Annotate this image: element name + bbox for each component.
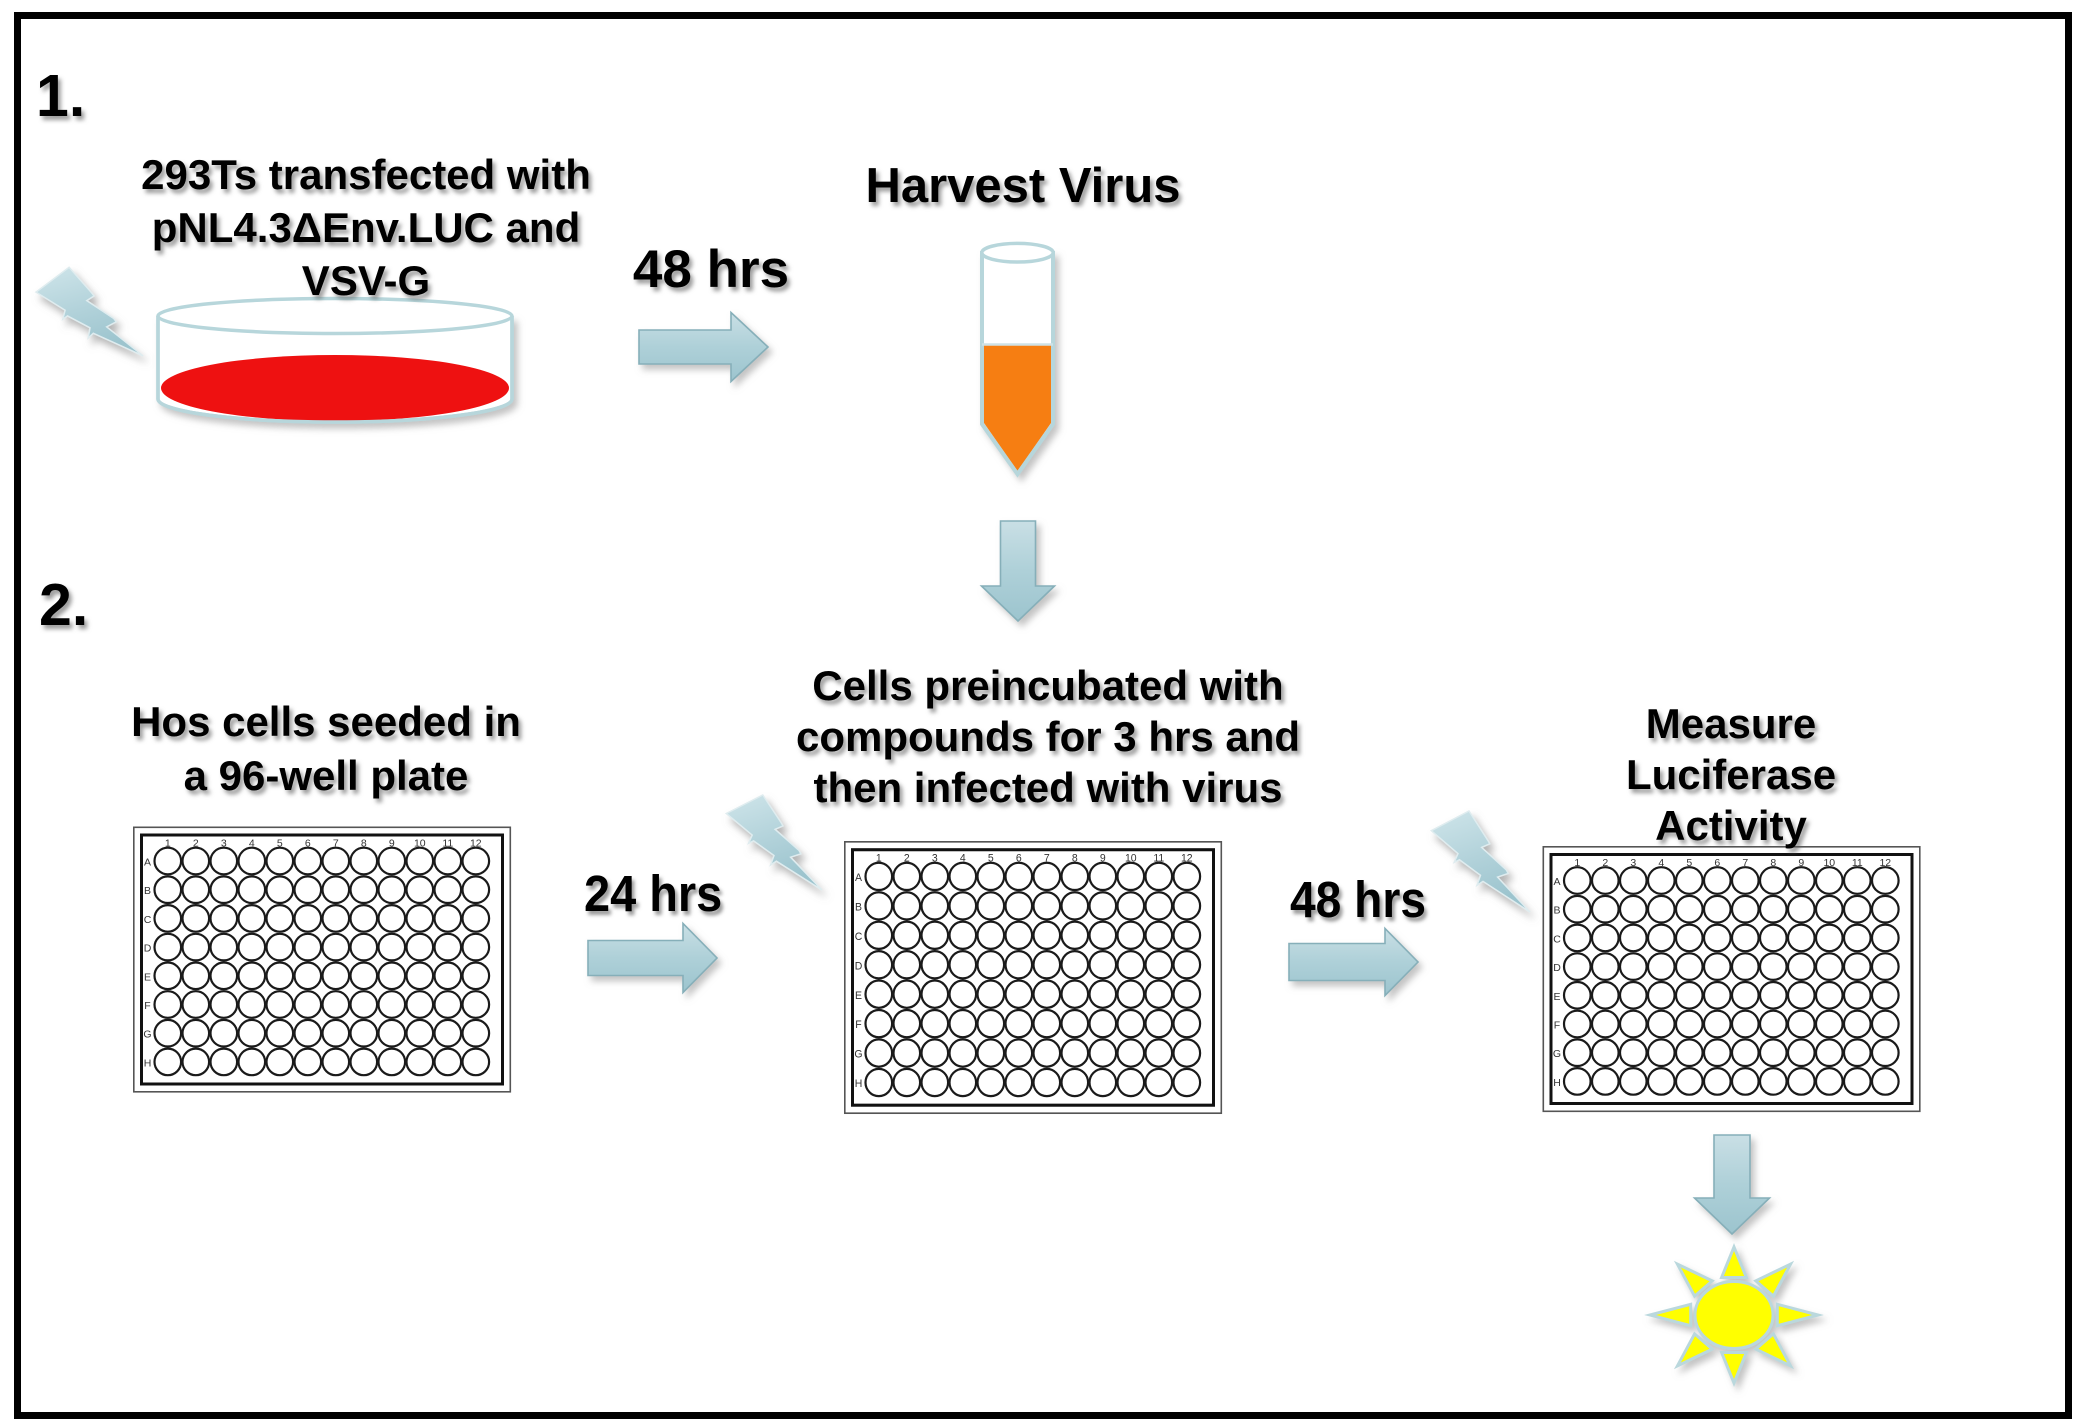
svg-text:12: 12 (470, 838, 482, 850)
svg-text:2: 2 (904, 852, 910, 864)
svg-text:7: 7 (1742, 857, 1748, 869)
svg-text:D: D (144, 943, 152, 955)
svg-text:11: 11 (442, 838, 453, 850)
svg-text:8: 8 (361, 838, 367, 850)
svg-text:3: 3 (221, 838, 227, 850)
svg-text:3: 3 (1630, 857, 1636, 869)
svg-text:10: 10 (1823, 857, 1835, 869)
svg-text:3: 3 (932, 852, 938, 864)
svg-text:F: F (855, 1019, 862, 1031)
svg-text:9: 9 (1100, 852, 1106, 864)
svg-text:1: 1 (165, 838, 171, 850)
svg-text:8: 8 (1072, 852, 1078, 864)
svg-text:E: E (855, 990, 862, 1002)
svg-text:1: 1 (876, 852, 882, 864)
svg-text:H: H (855, 1078, 863, 1090)
svg-text:12: 12 (1181, 852, 1193, 864)
svg-text:6: 6 (1016, 852, 1022, 864)
svg-text:G: G (854, 1049, 862, 1061)
svg-text:7: 7 (1044, 852, 1050, 864)
svg-text:A: A (855, 872, 863, 884)
svg-text:A: A (1553, 876, 1560, 888)
svg-text:D: D (1553, 962, 1561, 974)
svg-text:G: G (143, 1029, 151, 1041)
svg-text:H: H (144, 1057, 152, 1069)
svg-text:B: B (144, 885, 151, 897)
svg-text:D: D (855, 960, 863, 972)
svg-text:B: B (855, 901, 862, 913)
svg-text:F: F (1554, 1020, 1560, 1032)
svg-text:5: 5 (277, 838, 283, 850)
svg-text:6: 6 (1714, 857, 1720, 869)
svg-text:9: 9 (1798, 857, 1804, 869)
svg-text:10: 10 (414, 838, 426, 850)
svg-text:8: 8 (1770, 857, 1776, 869)
svg-text:11: 11 (1852, 857, 1863, 869)
svg-text:C: C (1553, 933, 1561, 945)
svg-text:F: F (144, 1000, 150, 1012)
svg-text:9: 9 (389, 838, 395, 850)
svg-text:B: B (1553, 905, 1560, 917)
svg-text:1: 1 (1574, 857, 1580, 869)
svg-text:4: 4 (249, 838, 255, 850)
svg-text:2: 2 (1602, 857, 1608, 869)
svg-text:C: C (855, 931, 863, 943)
svg-text:C: C (144, 914, 152, 926)
svg-text:12: 12 (1879, 857, 1891, 869)
svg-text:10: 10 (1125, 852, 1137, 864)
svg-text:E: E (144, 971, 151, 983)
svg-text:E: E (1553, 991, 1560, 1003)
svg-text:7: 7 (333, 838, 339, 850)
svg-text:2: 2 (193, 838, 199, 850)
svg-text:5: 5 (988, 852, 994, 864)
svg-text:11: 11 (1153, 852, 1164, 864)
svg-text:6: 6 (305, 838, 311, 850)
svg-text:5: 5 (1686, 857, 1692, 869)
svg-text:A: A (144, 857, 151, 869)
svg-text:4: 4 (1658, 857, 1664, 869)
svg-text:4: 4 (960, 852, 966, 864)
svg-text:H: H (1553, 1077, 1561, 1089)
svg-text:G: G (1553, 1048, 1561, 1060)
